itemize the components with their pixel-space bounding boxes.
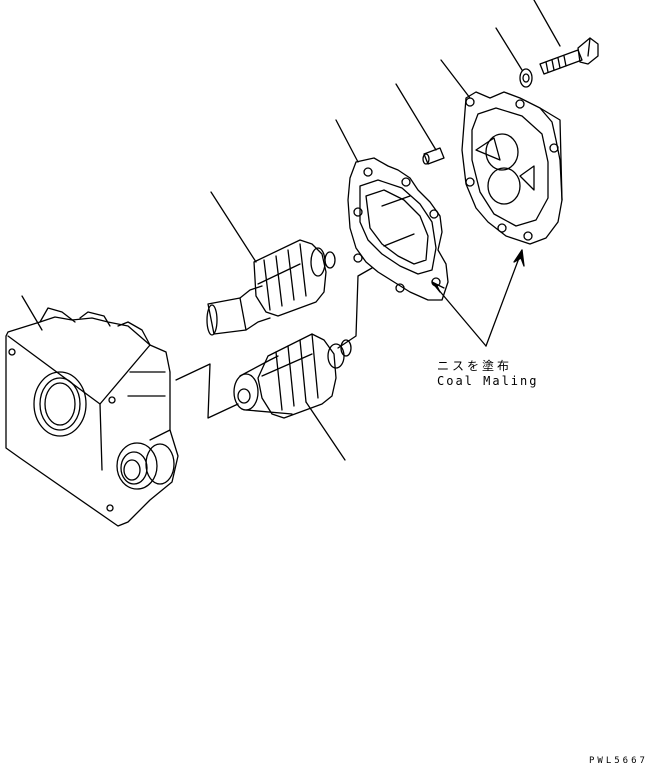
driven-gear xyxy=(234,334,351,418)
leader-line-pin xyxy=(396,84,436,150)
assembly-line-upper xyxy=(338,268,372,348)
pump-housing xyxy=(6,308,178,526)
drive-gear xyxy=(207,240,335,335)
leader-line-washer xyxy=(496,28,522,70)
dowel-pin xyxy=(423,148,444,164)
varnish-note-en: Coal Maling xyxy=(437,374,539,388)
bolt xyxy=(540,38,598,74)
leader-line-driven-gear xyxy=(306,402,345,460)
pump-cover xyxy=(462,92,562,244)
assembly-line-lower xyxy=(176,364,238,418)
drawing-number: PWL5667 xyxy=(589,756,648,766)
leader-line-housing xyxy=(22,296,42,330)
varnish-note-jp: ニスを塗布 xyxy=(437,359,513,373)
annotation-arrows xyxy=(432,250,524,346)
gasket-plate xyxy=(348,158,448,300)
leader-line-gasket xyxy=(336,120,358,162)
washer xyxy=(520,69,532,87)
leader-line-bolt xyxy=(534,0,560,46)
leader-line-drive-gear xyxy=(211,192,256,262)
leader-line-cover xyxy=(441,60,470,98)
